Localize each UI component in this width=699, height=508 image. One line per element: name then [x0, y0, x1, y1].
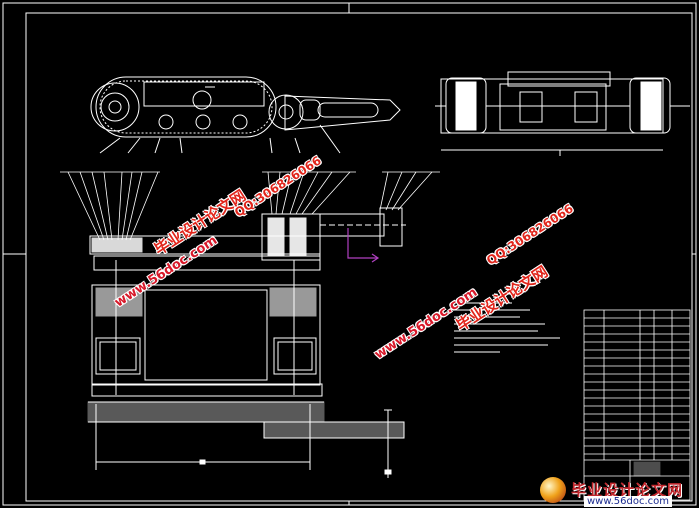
crawler-plan-view — [435, 71, 690, 156]
leader-lines — [60, 171, 440, 241]
logo-icon — [540, 477, 566, 503]
logo-text: 毕业设计论文网 — [571, 481, 684, 499]
magenta-indicator — [347, 228, 380, 263]
front-section-view — [87, 207, 406, 478]
title-block — [583, 309, 691, 501]
crawler-side-view — [90, 76, 401, 154]
logo-url: www.56doc.com — [584, 496, 673, 507]
technical-notes — [454, 293, 560, 353]
